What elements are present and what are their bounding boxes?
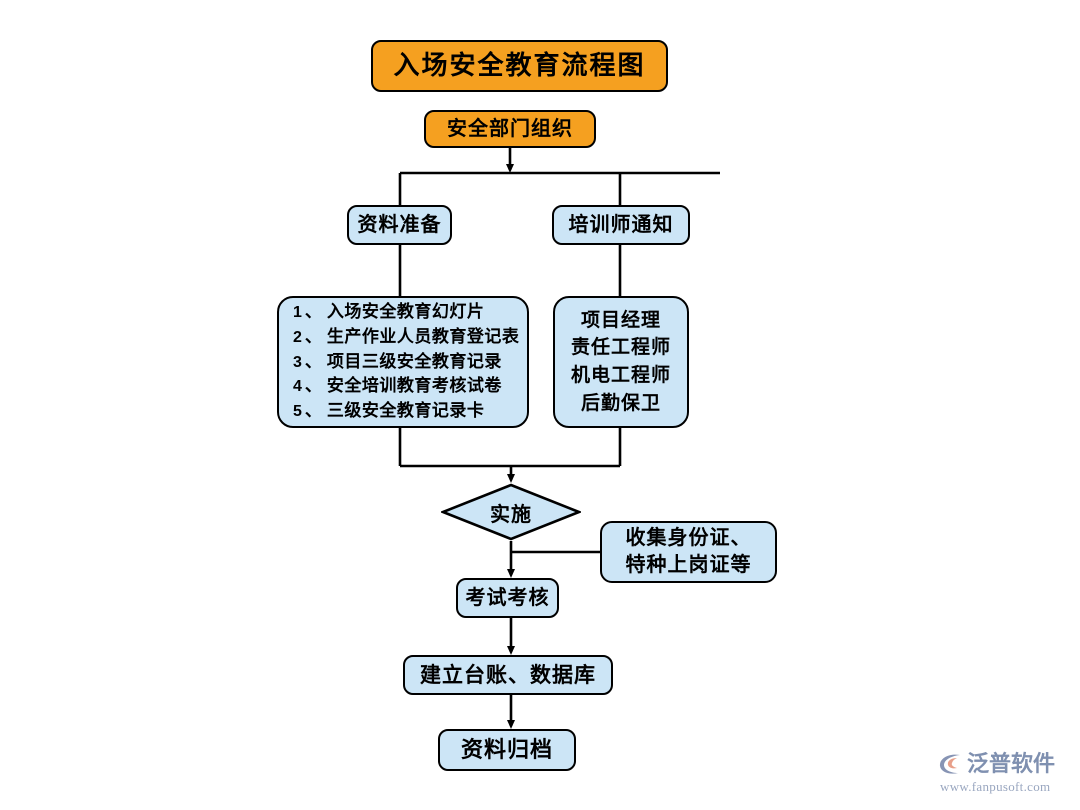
list-item-label: 安全培训教育考核试卷 [326,376,502,396]
node-implement-decision[interactable] [441,483,581,541]
list-item-number: 2 [293,328,303,346]
swoosh-logo-icon [939,754,960,774]
watermark: 泛普软件 www.fanpusoft.com [938,752,1074,800]
watermark-brand: 泛普软件 [967,751,1056,776]
list-item-number: 5 [293,403,303,421]
list-item-number: 1 [293,304,303,322]
node-material-preparation[interactable]: 资料准备 [347,205,452,245]
node-archive-materials[interactable]: 资料归档 [438,729,576,771]
list-item-number: 4 [293,378,303,396]
list-item-separator: 、 [304,326,323,346]
personnel-roles-text: 项目经理责任工程师机电工程师后勤保卫 [570,309,671,414]
node-examination[interactable]: 考试考核 [456,578,559,618]
list-item: 2、生产作业人员教育登记表 [293,325,519,350]
collect-certificates-text: 收集身份证、特种上岗证等 [625,527,752,576]
list-item: 1、入场安全教育幻灯片 [293,300,519,325]
list-item-separator: 、 [304,351,323,371]
list-item: 5、三级安全教育记录卡 [293,399,519,424]
list-item-separator: 、 [304,302,323,322]
diagram-title: 入场安全教育流程图 [371,40,668,92]
node-personnel-roles[interactable]: 项目经理责任工程师机电工程师后勤保卫 [553,296,689,428]
list-item-label: 生产作业人员教育登记表 [326,326,520,346]
list-item-label: 三级安全教育记录卡 [326,401,485,421]
node-safety-department[interactable]: 安全部门组织 [424,110,596,148]
list-item-label: 入场安全教育幻灯片 [326,302,485,322]
list-item-number: 3 [293,353,303,371]
node-collect-certificates[interactable]: 收集身份证、特种上岗证等 [600,521,777,583]
list-item: 3、项目三级安全教育记录 [293,350,519,375]
node-ledger-database[interactable]: 建立台账、数据库 [403,655,613,695]
list-item-separator: 、 [304,401,323,421]
list-item: 4、安全培训教育考核试卷 [293,374,519,399]
watermark-url: www.fanpusoft.com [940,779,1051,794]
list-item-separator: 、 [304,376,323,396]
node-trainer-notification[interactable]: 培训师通知 [552,205,690,245]
watermark-brand-row: 泛普软件 [938,752,1055,776]
list-item-label: 项目三级安全教育记录 [326,351,502,371]
